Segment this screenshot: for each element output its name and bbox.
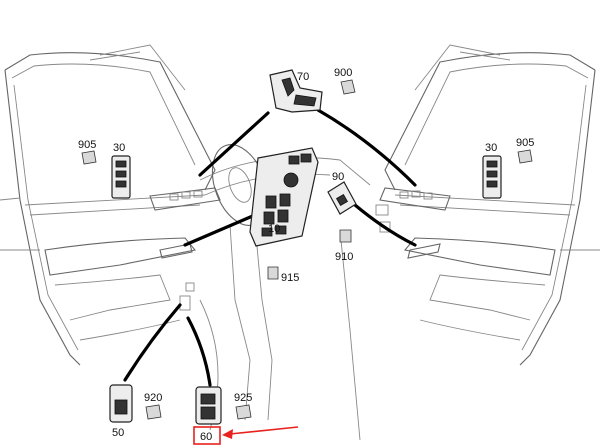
highlight-box-60 [193,426,221,445]
callout-50: 50 [112,427,124,439]
callout-925: 925 [234,392,252,404]
clip-925 [235,404,252,420]
leader-60 [186,316,212,387]
leader-70-right [316,108,417,187]
rear-window-switch-60 [195,386,222,425]
callout-70: 70 [297,71,309,83]
callout-915: 915 [281,272,299,284]
seat-adjust-switch-70 [269,69,323,113]
leader-70-left [198,111,270,177]
callout-90: 90 [332,171,344,183]
callout-30-left: 30 [113,142,125,154]
callout-905-left: 905 [78,139,96,151]
leader-10-left [183,213,257,247]
left-door-outline [0,44,216,366]
callout-905-right: 905 [516,137,534,149]
clip-905-right [517,149,533,164]
highlight-arrow [222,426,299,439]
clip-920 [145,404,162,420]
leader-50 [123,303,182,382]
passenger-window-switch-90 [327,181,357,215]
callout-920: 920 [144,392,162,404]
clip-905-left [81,150,97,165]
callout-10: 10 [268,223,280,235]
leader-90-right [353,203,417,247]
callout-900: 900 [334,67,352,79]
callout-60: 60 [200,431,212,443]
callout-910: 910 [335,251,353,263]
door-switch-strip-30-right [482,155,502,199]
leader-lines [123,108,417,387]
callout-30-right: 30 [485,142,497,154]
master-window-switch-10 [249,147,319,247]
clip-915 [267,266,279,280]
door-switch-strip-30-left [111,155,131,199]
clip-910 [339,229,352,243]
clip-900 [340,79,356,95]
left-door-armrest-switch-panel [149,187,221,311]
right-door-armrest-switch-panel [375,187,451,259]
rear-window-switch-50 [109,384,133,423]
right-door-outline [384,44,600,366]
